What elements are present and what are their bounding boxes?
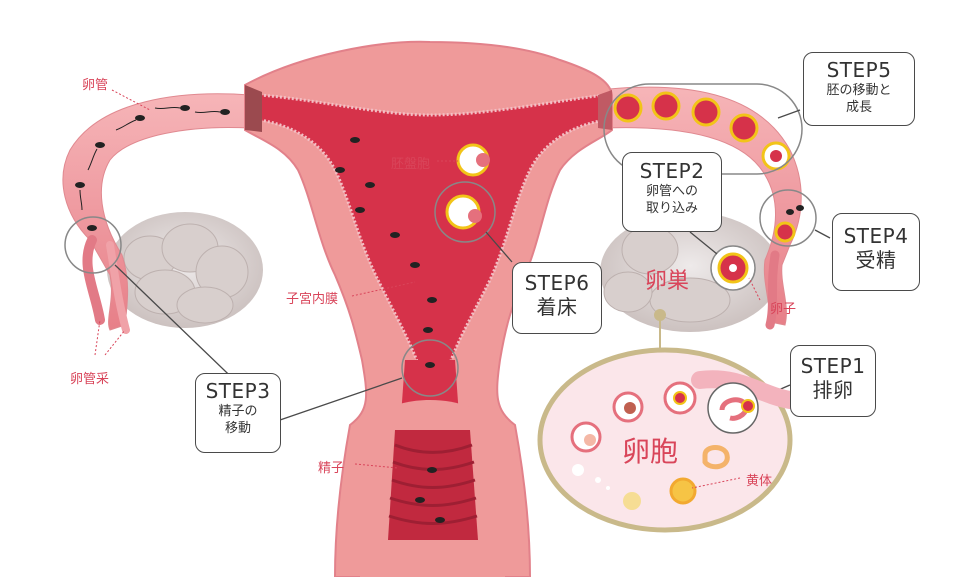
left-ovary <box>107 212 263 328</box>
fimbria-circle <box>64 216 122 274</box>
left-fallopian-tube <box>62 93 251 334</box>
step5-title: STEP5 <box>826 58 892 82</box>
right-fallopian-tube <box>599 86 802 330</box>
step4-desc: 受精 <box>855 248 897 272</box>
step5-box: STEP5 胚の移動と 成長 <box>803 52 915 126</box>
step2-desc-1: 卵管への <box>645 184 698 199</box>
step2-title: STEP2 <box>639 159 705 183</box>
step6-title: STEP6 <box>524 271 590 295</box>
uterus <box>244 40 613 578</box>
fertilization-circle <box>759 189 817 247</box>
label-egg: 卵子 <box>770 302 797 317</box>
step2-desc-2: 取り込み <box>645 201 698 216</box>
sperm-migration-circle <box>401 339 459 397</box>
step6-box: STEP6 着床 <box>512 262 602 334</box>
step4-title: STEP4 <box>843 224 909 248</box>
step1-title: STEP1 <box>800 354 866 378</box>
label-corpus-luteum: 黄体 <box>746 474 773 489</box>
label-sperm: 精子 <box>318 461 345 476</box>
blastocysts <box>445 143 490 230</box>
label-follicle: 卵胞 <box>622 435 679 468</box>
sperm-group <box>75 105 804 523</box>
follicle-zoom <box>537 309 799 533</box>
step1-box: STEP1 排卵 <box>790 345 876 417</box>
label-trophoblast: 胚盤胞 <box>391 157 431 172</box>
step5-desc-2: 成長 <box>845 100 872 115</box>
label-fimbriae: 卵管采 <box>70 372 110 387</box>
label-ovary: 卵巣 <box>645 269 690 294</box>
step3-title: STEP3 <box>205 379 271 403</box>
step3-box: STEP3 精子の 移動 <box>195 373 281 453</box>
step5-desc-1: 胚の移動と <box>826 83 892 98</box>
step2-box: STEP2 卵管への 取り込み <box>622 152 722 232</box>
step3-desc-2: 移動 <box>224 421 251 436</box>
label-endometrium: 子宮内膜 <box>286 292 339 307</box>
step6-desc: 着床 <box>536 295 578 319</box>
right-ovary <box>600 212 780 332</box>
implantation-circle <box>434 181 496 243</box>
embryo-stages <box>613 91 791 171</box>
step4-box: STEP4 受精 <box>832 213 920 291</box>
label-oviduct: 卵管 <box>82 78 109 93</box>
step1-desc: 排卵 <box>812 378 854 402</box>
step3-desc-1: 精子の <box>218 404 258 419</box>
